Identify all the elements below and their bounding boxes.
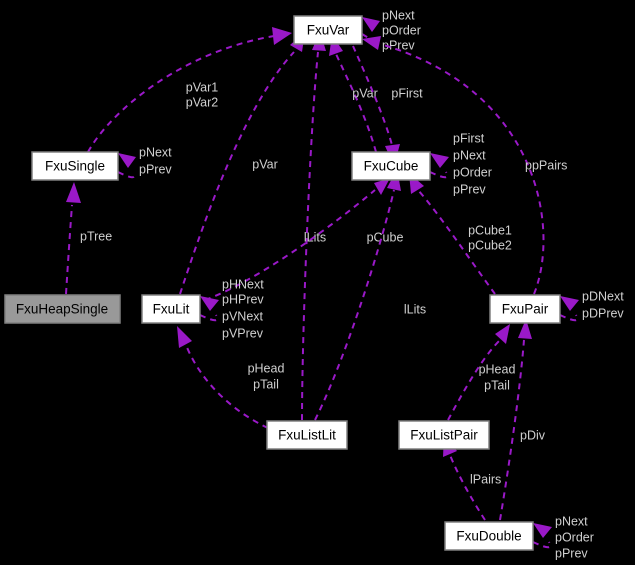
- node-box[interactable]: [31, 151, 119, 181]
- edge-label: pTree: [80, 229, 112, 243]
- edge-label: ppPairs: [525, 158, 567, 172]
- edge-fxulistlit-fxucube: lLits: [314, 169, 426, 421]
- arrow-head: [362, 36, 381, 50]
- edge-label: pVPrev: [222, 326, 264, 340]
- nodes-layer: FxuVar FxuSingle FxuCube FxuHeapSingle F…: [4, 15, 561, 551]
- edge-label: pNext: [382, 8, 415, 22]
- edge-fxulistlit-fxulit: pHead pTail: [177, 326, 285, 429]
- edge-label: pCube1: [468, 223, 512, 237]
- edge-label: pCube: [367, 230, 404, 244]
- edge-label: pOrder: [453, 165, 492, 179]
- edge-label: pFirst: [453, 131, 485, 145]
- edges-layer: pNext pOrder pPrev pVar1 pVar2 pNext pPr…: [65, 8, 624, 560]
- node-label: FxuCube: [364, 159, 419, 174]
- arrow-head: [533, 523, 552, 538]
- edge-label: pOrder: [382, 23, 421, 37]
- edge-fxulit-fxuvar: pVar: [179, 32, 305, 295]
- node-box[interactable]: [266, 420, 348, 450]
- node-label: FxuHeapSingle: [16, 302, 108, 317]
- node-box[interactable]: [489, 294, 561, 324]
- node-box[interactable]: [293, 15, 363, 45]
- edge-fxupair-self: pDNext pDPrev: [559, 289, 624, 322]
- edge-label: pDNext: [582, 289, 624, 303]
- node-label: FxuListLit: [278, 428, 336, 443]
- arrow-head: [200, 296, 219, 311]
- node-fxulistpair[interactable]: FxuListPair: [398, 420, 490, 450]
- node-label: FxuDouble: [456, 529, 521, 544]
- node-label: FxuPair: [502, 302, 549, 317]
- edge-label: pNext: [453, 148, 486, 162]
- node-box[interactable]: [4, 294, 121, 324]
- node-fxusingle[interactable]: FxuSingle: [31, 151, 119, 181]
- edge-label: pVar2: [186, 95, 218, 109]
- edge-fxudouble-self: pNext pOrder pPrev: [532, 514, 594, 560]
- node-fxudouble[interactable]: FxuDouble: [444, 521, 534, 551]
- edge-label: pHNext: [222, 277, 264, 291]
- arrow-head: [430, 153, 449, 168]
- node-fxuheapsingle[interactable]: FxuHeapSingle: [4, 294, 121, 324]
- edge-fxulistlit-fxuvar: lLits: [301, 31, 326, 421]
- node-fxulistlit[interactable]: FxuListLit: [266, 420, 348, 450]
- edge-fxulit-fxucube: pCube: [204, 178, 404, 301]
- arrow-head: [362, 17, 380, 32]
- node-fxupair[interactable]: FxuPair: [489, 294, 561, 324]
- edge-label: pCube2: [468, 238, 512, 252]
- edge-label: pOrder: [555, 530, 594, 544]
- edge-label: pVNext: [222, 309, 264, 323]
- arrow-head: [66, 182, 81, 203]
- edge-label: pPrev: [139, 162, 172, 176]
- edge-label: pHead: [479, 362, 516, 376]
- node-box[interactable]: [141, 294, 201, 324]
- arrow-head: [177, 326, 192, 348]
- edge-fxusingle-self: pNext pPrev: [117, 145, 172, 179]
- edge-label: pPrev: [555, 546, 588, 560]
- node-fxucube[interactable]: FxuCube: [351, 151, 431, 181]
- arrow-head: [518, 319, 532, 339]
- edge-label: pNext: [555, 514, 588, 528]
- node-fxulit[interactable]: FxuLit: [141, 294, 201, 324]
- edge-label: pPrev: [382, 38, 415, 52]
- node-label: FxuLit: [153, 302, 190, 317]
- node-box[interactable]: [398, 420, 490, 450]
- edge-fxulistpair-fxupair: pHead pTail: [447, 324, 516, 421]
- edge-fxusingle-fxuvar: pVar1 pVar2: [87, 27, 292, 153]
- arrow-head: [118, 153, 136, 168]
- edge-label: lLits: [404, 302, 426, 316]
- arrow-head: [272, 27, 292, 45]
- edge-fxuvar-fxucube-pfirst: pFirst: [352, 45, 423, 166]
- edge-fxucube-fxuvar: pVar: [329, 35, 378, 153]
- edge-label: pDPrev: [582, 306, 624, 320]
- node-box[interactable]: [351, 151, 431, 181]
- edge-fxuvar-self: pNext pOrder pPrev: [361, 8, 421, 52]
- node-box[interactable]: [444, 521, 534, 551]
- edge-label: pFirst: [391, 86, 423, 100]
- edge-fxulit-self: pHNext pHPrev pVNext pVPrev: [199, 277, 264, 340]
- edge-label: pVar: [352, 86, 377, 100]
- node-label: FxuListPair: [410, 428, 478, 443]
- edge-label: pDiv: [520, 428, 546, 442]
- edge-label: pHead: [248, 361, 285, 375]
- node-label: FxuSingle: [45, 159, 105, 174]
- edge-fxuheapsingle-fxusingle: pTree: [65, 182, 112, 295]
- edge-label: pVar1: [186, 80, 218, 94]
- edge-label: lPairs: [470, 472, 501, 486]
- edge-fxucube-self: pFirst pNext pOrder pPrev: [429, 131, 492, 196]
- edge-label: pNext: [139, 145, 172, 159]
- arrow-head: [374, 178, 390, 195]
- arrow-head: [560, 296, 579, 311]
- edge-label: pHPrev: [222, 292, 264, 306]
- edge-label: pPrev: [453, 182, 486, 196]
- arrow-head: [495, 324, 510, 344]
- edge-fxudouble-fxupair: pDiv: [499, 319, 546, 521]
- edge-label: pTail: [253, 377, 279, 391]
- edge-label: pVar: [252, 157, 277, 171]
- node-label: FxuVar: [307, 23, 350, 38]
- edge-fxupair-fxuvar: ppPairs: [362, 36, 567, 295]
- node-fxuvar[interactable]: FxuVar: [293, 15, 363, 45]
- edge-label: pTail: [484, 378, 510, 392]
